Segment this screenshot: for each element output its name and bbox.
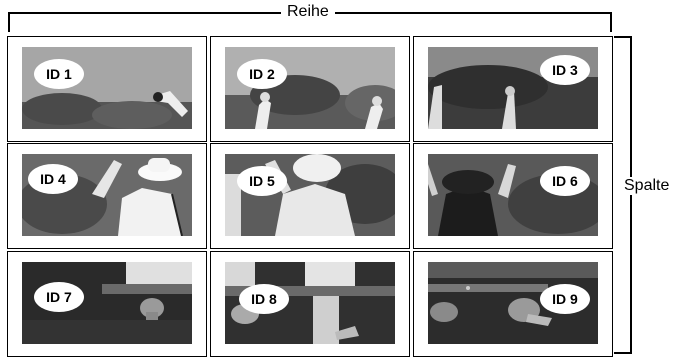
id-badge: ID 2 xyxy=(237,59,287,89)
grid-cell: ID 6 xyxy=(413,143,613,249)
grid-cell: ID 4 xyxy=(7,143,207,249)
cell-photo: ID 9 xyxy=(428,262,598,344)
column-bracket-line xyxy=(630,36,632,354)
cell-photo: ID 1 xyxy=(22,47,192,129)
grid-cell: ID 9 xyxy=(413,251,613,357)
grid-cell: ID 5 xyxy=(210,143,410,249)
grid-cell: ID 2 xyxy=(210,36,410,142)
id-badge: ID 5 xyxy=(237,166,287,196)
column-bracket-top-tick xyxy=(614,36,632,38)
cell-photo: ID 5 xyxy=(225,154,395,236)
row-bracket-left-tick xyxy=(8,12,10,32)
id-badge: ID 8 xyxy=(239,284,289,314)
cell-photo: ID 4 xyxy=(22,154,192,236)
cell-photo: ID 7 xyxy=(22,262,192,344)
grid-cell: ID 1 xyxy=(7,36,207,142)
grid-cell: ID 8 xyxy=(210,251,410,357)
column-bracket-bottom-tick xyxy=(614,352,632,354)
cell-photo: ID 2 xyxy=(225,47,395,129)
row-bracket-right-tick xyxy=(610,12,612,32)
grid-cell: ID 3 xyxy=(413,36,613,142)
row-label: Reihe xyxy=(281,3,335,21)
cell-photo: ID 6 xyxy=(428,154,598,236)
id-badge: ID 1 xyxy=(34,59,84,89)
id-badge: ID 6 xyxy=(540,166,590,196)
id-badge: ID 9 xyxy=(540,284,590,314)
id-badge: ID 7 xyxy=(34,282,84,312)
id-badge: ID 3 xyxy=(540,55,590,85)
id-badge: ID 4 xyxy=(28,164,78,194)
grid-cell: ID 7 xyxy=(7,251,207,357)
cell-photo: ID 3 xyxy=(428,47,598,129)
cell-photo: ID 8 xyxy=(225,262,395,344)
column-label: Spalte xyxy=(622,177,671,195)
